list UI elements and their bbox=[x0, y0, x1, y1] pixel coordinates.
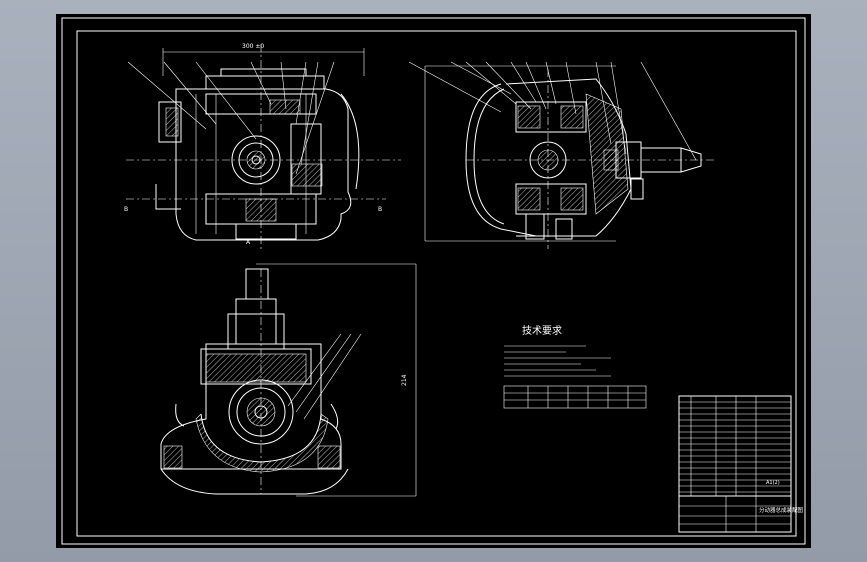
title-block: 分动器总成装配图 A1(2) bbox=[678, 480, 804, 533]
spec-table bbox=[503, 385, 647, 409]
title-block-scale: A1(2) bbox=[766, 480, 780, 486]
bottom-section-view: 214 bbox=[160, 263, 417, 497]
title-block-name: 分动器总成装配图 bbox=[759, 506, 804, 514]
tech-requirements-title: 技术要求 bbox=[522, 324, 562, 337]
svg-text:214: 214 bbox=[401, 374, 408, 386]
technical-requirements: 技术要求 bbox=[503, 324, 647, 409]
svg-text:300 ±0: 300 ±0 bbox=[242, 43, 264, 50]
outer-frame bbox=[61, 17, 806, 545]
drawing-sheet[interactable]: B B 300 ±0 A bbox=[56, 14, 811, 548]
assembly-drawing: B B 300 ±0 A bbox=[61, 17, 806, 545]
svg-text:B: B bbox=[378, 206, 382, 213]
inner-frame bbox=[76, 30, 797, 537]
front-view: B B 300 ±0 A bbox=[124, 43, 401, 249]
svg-text:A: A bbox=[246, 239, 251, 246]
side-section-view bbox=[408, 61, 716, 249]
svg-text:B: B bbox=[124, 206, 128, 213]
